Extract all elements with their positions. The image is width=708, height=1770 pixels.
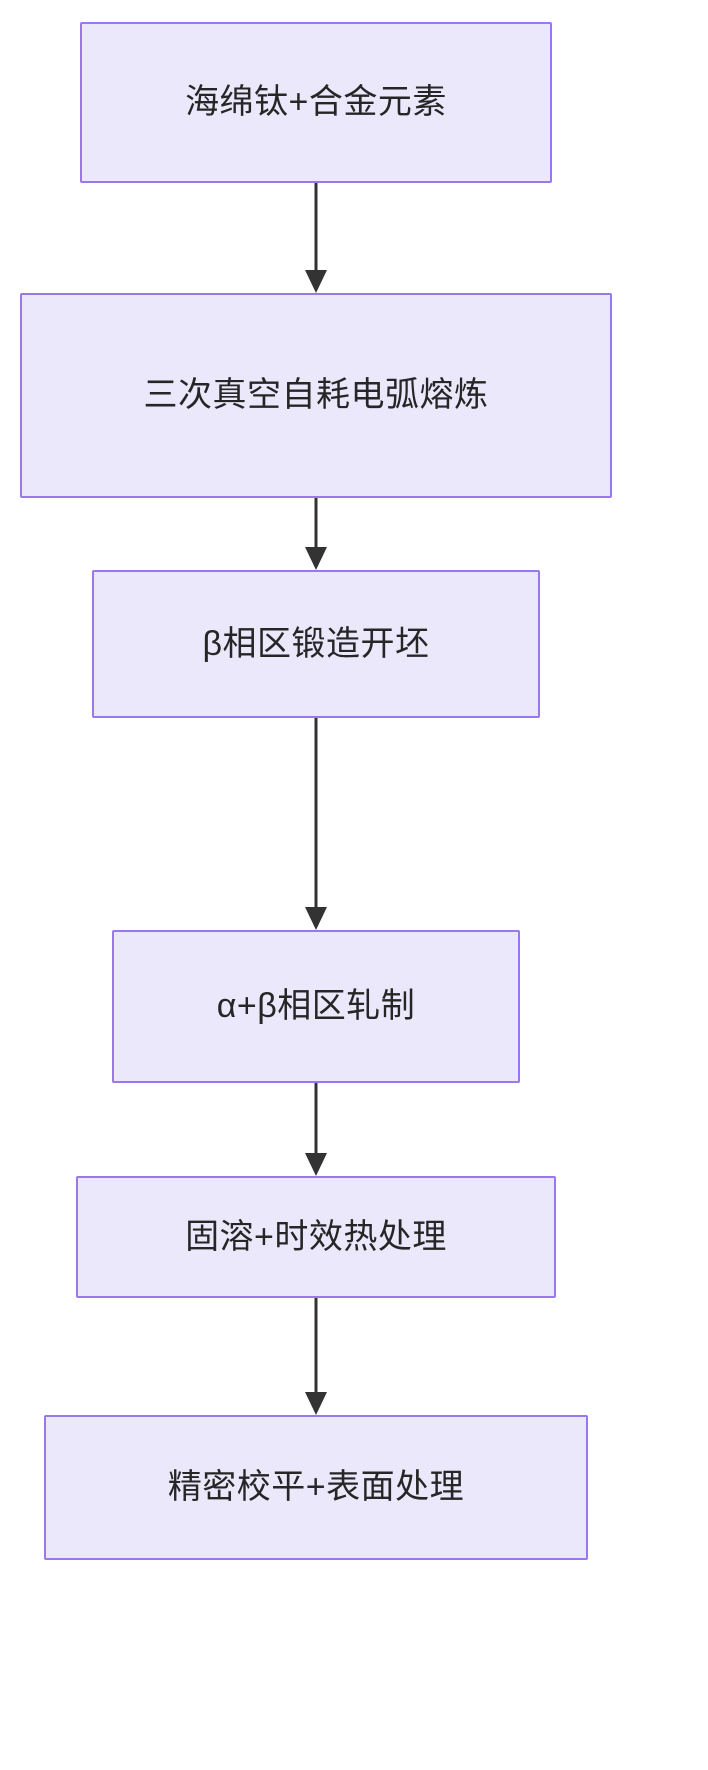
flow-node-beta-forging[interactable]: β相区锻造开坯 <box>92 570 540 718</box>
flow-node-label: 精密校平+表面处理 <box>167 1468 465 1507</box>
edge-n1-n2 <box>305 183 327 293</box>
flow-node-label: β相区锻造开坯 <box>202 624 430 663</box>
edge-n5-n6 <box>305 1298 327 1415</box>
flow-node-label: 三次真空自耗电弧熔炼 <box>143 376 489 415</box>
flow-node-leveling-surface[interactable]: 精密校平+表面处理 <box>44 1415 588 1560</box>
flow-node-vacuum-arc-melting[interactable]: 三次真空自耗电弧熔炼 <box>20 293 612 498</box>
edge-n4-n5 <box>305 1083 327 1176</box>
edge-n2-n3 <box>305 498 327 570</box>
flow-node-alpha-beta-rolling[interactable]: α+β相区轧制 <box>112 930 520 1083</box>
flow-node-label: 海绵钛+合金元素 <box>185 83 447 122</box>
flow-node-label: α+β相区轧制 <box>216 987 416 1026</box>
flow-node-solution-aging[interactable]: 固溶+时效热处理 <box>76 1176 556 1298</box>
edge-n3-n4 <box>305 718 327 930</box>
flow-node-raw-material[interactable]: 海绵钛+合金元素 <box>80 22 552 183</box>
flow-node-label: 固溶+时效热处理 <box>185 1217 447 1256</box>
